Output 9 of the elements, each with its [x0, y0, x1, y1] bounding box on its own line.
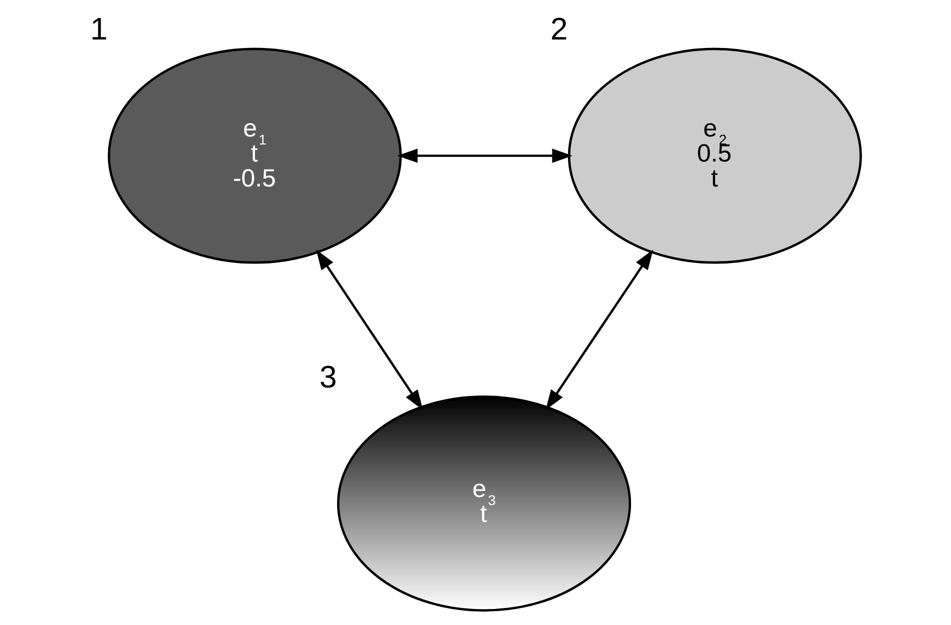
arrow — [316, 249, 423, 410]
node-ellipse: e$_{3}$t — [337, 396, 632, 612]
arrow — [397, 148, 572, 163]
node-ellipse: e$_{1}$t -0.5 — [108, 48, 402, 264]
node-label: 1 — [90, 12, 108, 47]
node-label: 2 — [550, 12, 568, 47]
node-label: 3 — [320, 359, 337, 394]
node-ellipse: e$_{2}$ 0.5 t — [568, 48, 862, 264]
arrow — [546, 249, 654, 410]
